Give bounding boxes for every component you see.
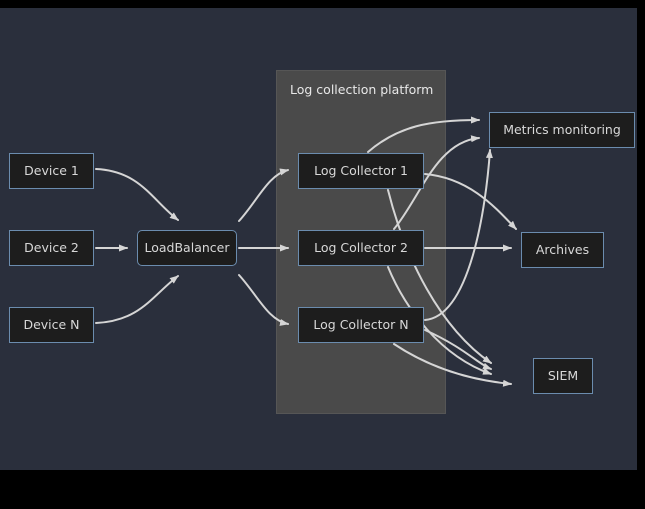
node-label: LoadBalancer xyxy=(144,239,230,255)
node-deviceN[interactable]: Device N xyxy=(9,307,94,343)
edge-device1-lb xyxy=(95,168,179,221)
node-label: SIEM xyxy=(547,367,579,383)
node-device2[interactable]: Device 2 xyxy=(9,230,94,266)
node-label: Log Collector N xyxy=(313,316,409,332)
diagram-canvas: Log collection platform Device 1 Device 2… xyxy=(0,8,637,470)
node-label: Log Collector 2 xyxy=(314,239,408,255)
cluster-label: Log collection platform xyxy=(290,82,434,97)
node-collector1[interactable]: Log Collector 1 xyxy=(298,153,424,189)
node-label: Metrics monitoring xyxy=(503,121,621,137)
node-metrics[interactable]: Metrics monitoring xyxy=(489,112,635,148)
node-label: Device 2 xyxy=(24,239,79,255)
node-device1[interactable]: Device 1 xyxy=(9,153,94,189)
node-label: Archives xyxy=(535,241,590,257)
node-collectorN[interactable]: Log Collector N xyxy=(298,307,424,343)
node-siem[interactable]: SIEM xyxy=(533,358,593,394)
node-label: Device N xyxy=(23,316,80,332)
edge-deviceN-lb xyxy=(95,275,179,324)
node-label: Log Collector 1 xyxy=(314,162,408,178)
node-collector2[interactable]: Log Collector 2 xyxy=(298,230,424,266)
node-label: Device 1 xyxy=(24,162,79,178)
node-archives[interactable]: Archives xyxy=(521,232,604,268)
node-lb[interactable]: LoadBalancer xyxy=(137,230,237,266)
architecture-diagram: Log collection platform Device 1 Device 2… xyxy=(0,8,637,470)
